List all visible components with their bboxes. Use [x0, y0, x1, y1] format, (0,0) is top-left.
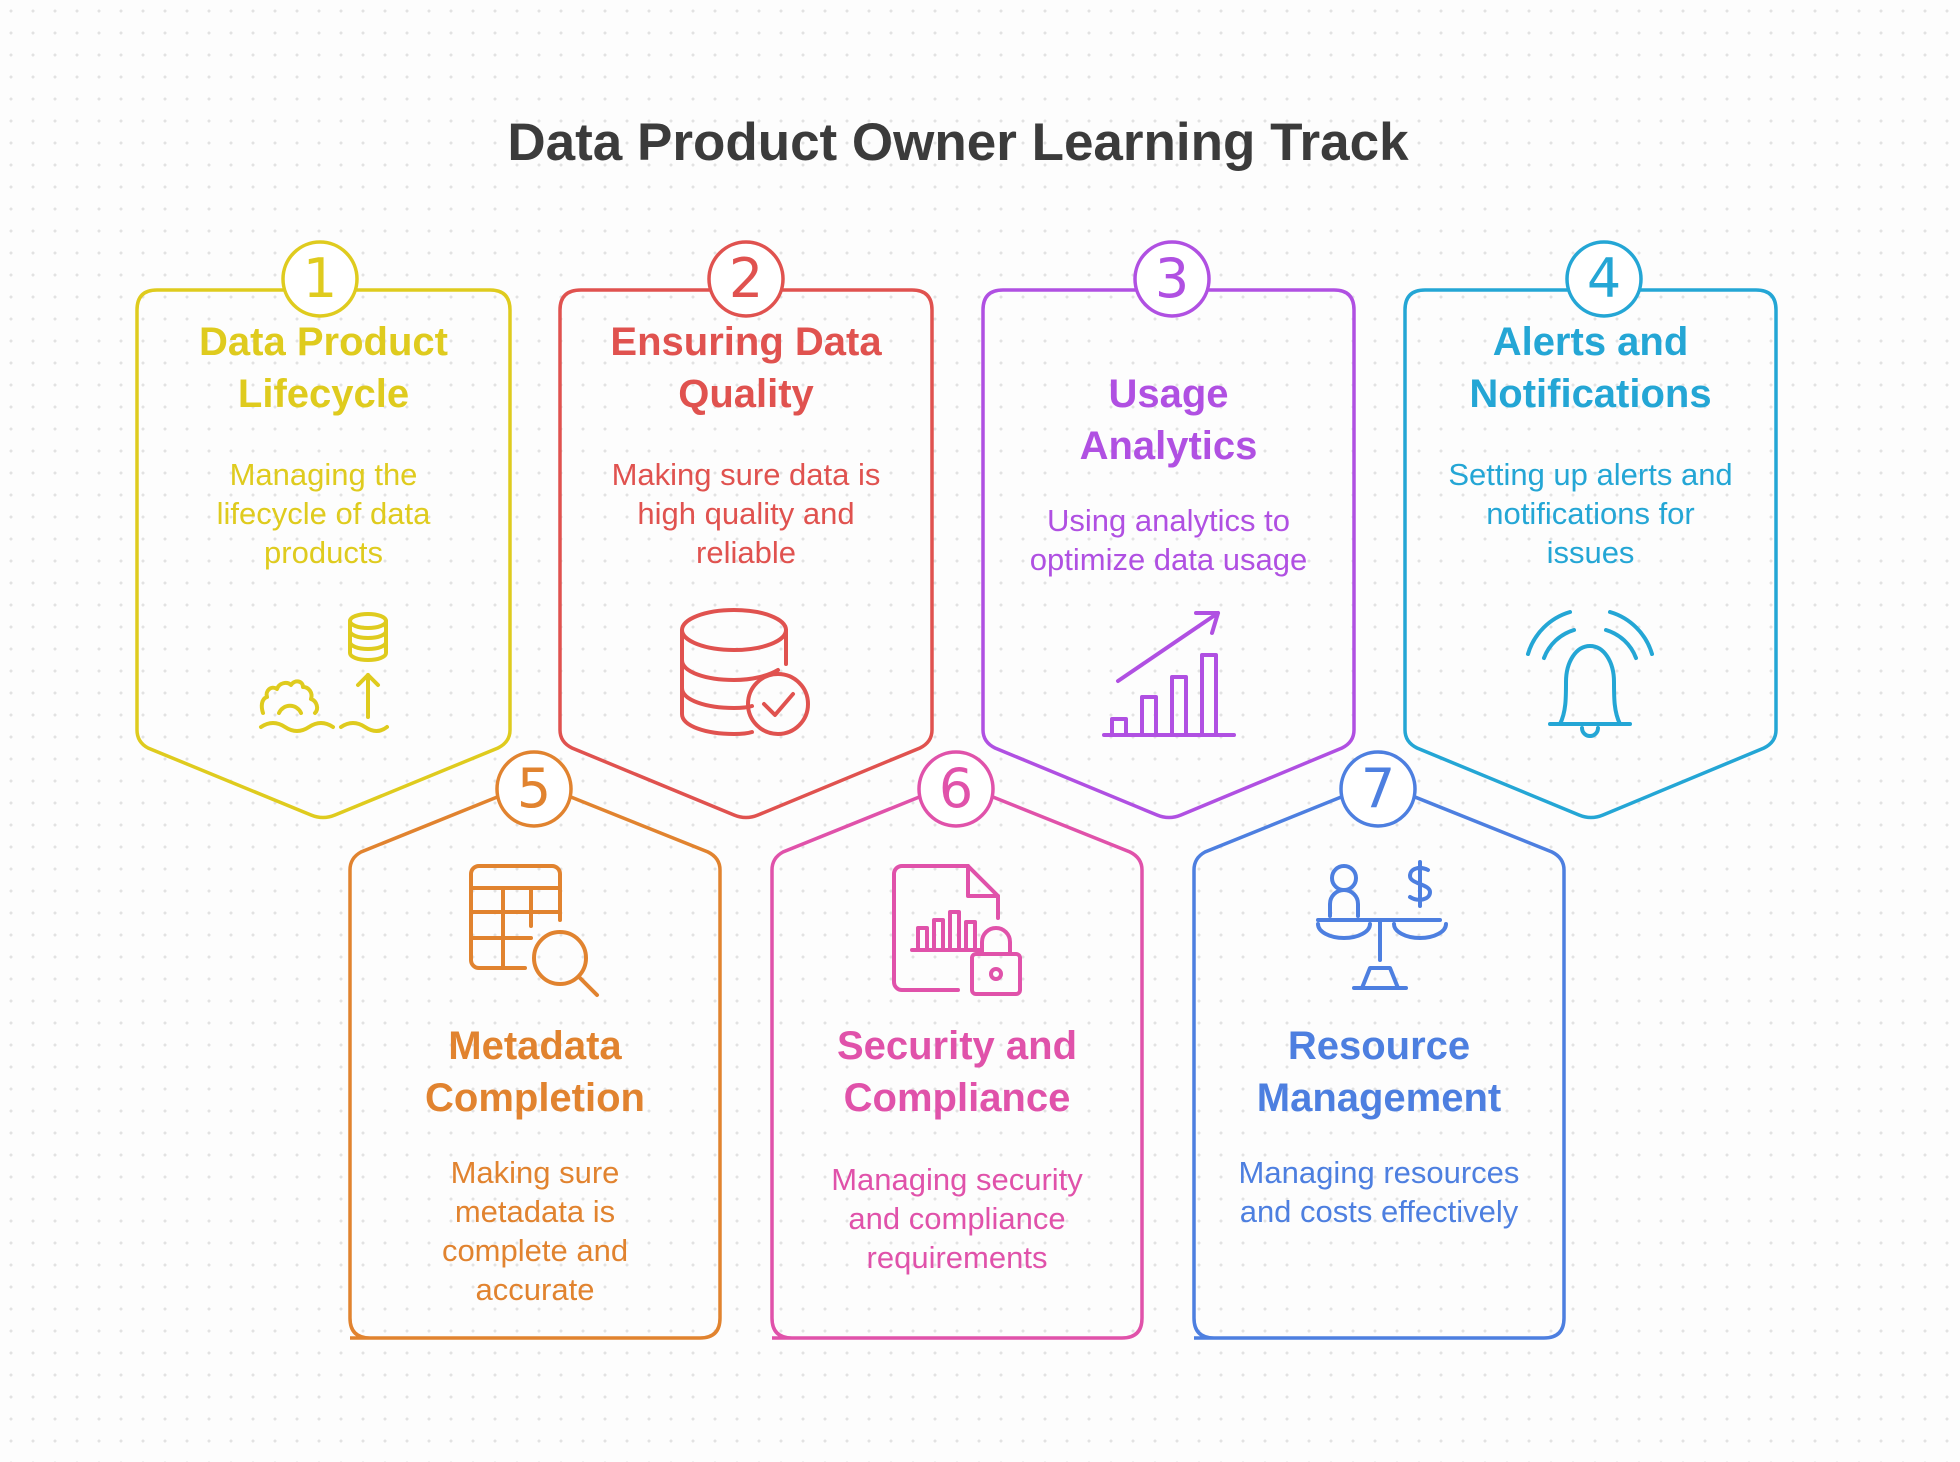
number-circle-3 — [1133, 240, 1211, 318]
table-search-icon — [469, 864, 599, 997]
step-number-2: 2 — [728, 247, 764, 310]
growth-chart-icon — [1102, 611, 1236, 737]
step-number-5: 5 — [516, 757, 552, 820]
number-circle-5 — [495, 750, 573, 828]
balance-scale-icon — [1316, 860, 1448, 990]
step-number-3: 3 — [1154, 247, 1190, 310]
step-number-6: 6 — [938, 757, 974, 820]
page-title: Data Product Owner Learning Track — [507, 113, 1409, 172]
card-1-outline — [135, 288, 512, 820]
ringing-bell-icon — [1526, 610, 1654, 738]
data-lifecycle-icon — [259, 612, 389, 733]
step-number-7: 7 — [1360, 757, 1396, 820]
number-circle-1 — [281, 240, 359, 318]
number-circle-4 — [1565, 240, 1643, 318]
card-2-outline — [558, 288, 934, 820]
locked-document-icon — [892, 864, 1022, 996]
number-circle-6 — [917, 750, 995, 828]
step-number-1: 1 — [302, 247, 338, 310]
number-circle-7 — [1339, 750, 1417, 828]
database-check-icon — [680, 608, 810, 736]
step-number-4: 4 — [1586, 247, 1622, 310]
card-4-outline — [1403, 288, 1778, 820]
number-circle-2 — [707, 240, 785, 318]
card-3-outline — [981, 288, 1356, 820]
